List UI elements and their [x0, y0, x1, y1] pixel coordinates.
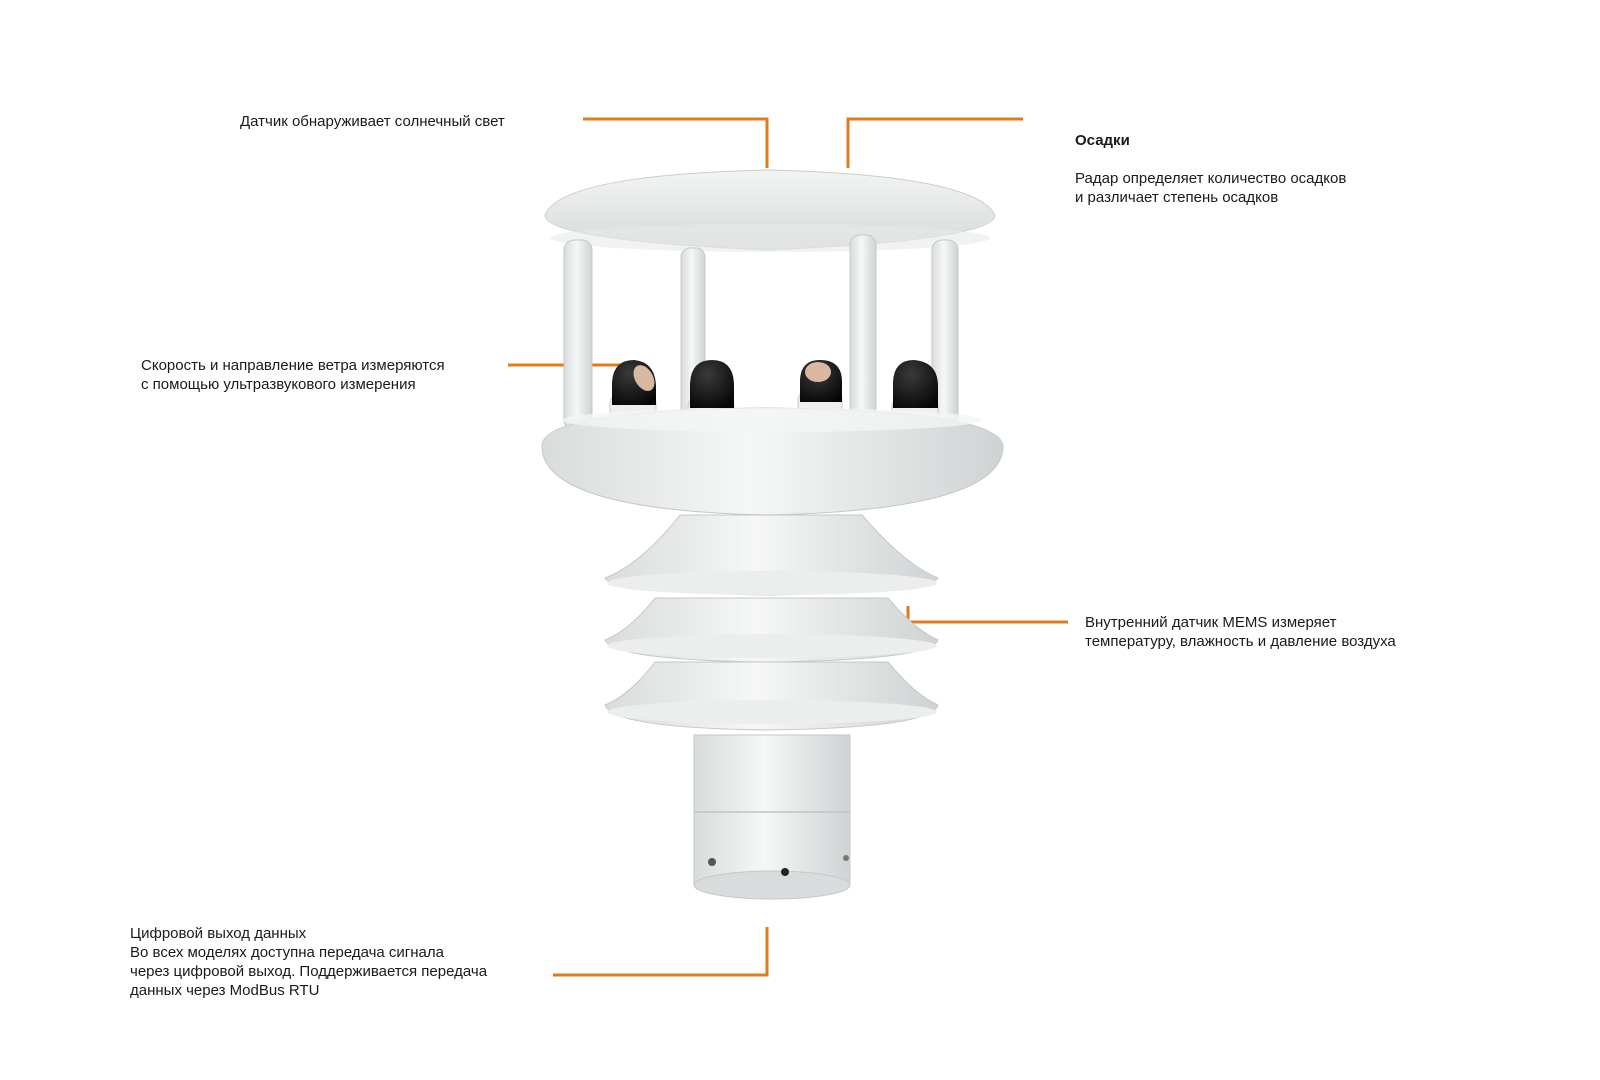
- callout-lines: [508, 117, 1068, 977]
- radiation-shields: [604, 514, 939, 731]
- label-wind-measurement: Скорость и направление ветра измеряются …: [141, 357, 445, 393]
- label-mems-sensor: Внутренний датчик MEMS измеряет температ…: [1085, 614, 1396, 650]
- label-digital-output: Цифровой выход данных Во всех моделях до…: [130, 925, 488, 999]
- middle-ring: [541, 407, 1004, 516]
- mounting-tube: [693, 734, 851, 900]
- label-precipitation: Осадки Радар определяет количество осадк…: [1075, 112, 1346, 207]
- callout-line-data: [553, 927, 769, 977]
- top-cap: [544, 169, 996, 252]
- callout-line-mems: [906, 606, 1068, 624]
- callout-line-precipitation: [846, 117, 1023, 168]
- label-precipitation-title: Осадки: [1075, 132, 1130, 149]
- label-sunlight-sensor: Датчик обнаруживает солнечный свет: [240, 113, 505, 130]
- label-precipitation-text: Радар определяет количество осадков и ра…: [1075, 170, 1347, 206]
- callout-line-sunlight: [583, 117, 769, 168]
